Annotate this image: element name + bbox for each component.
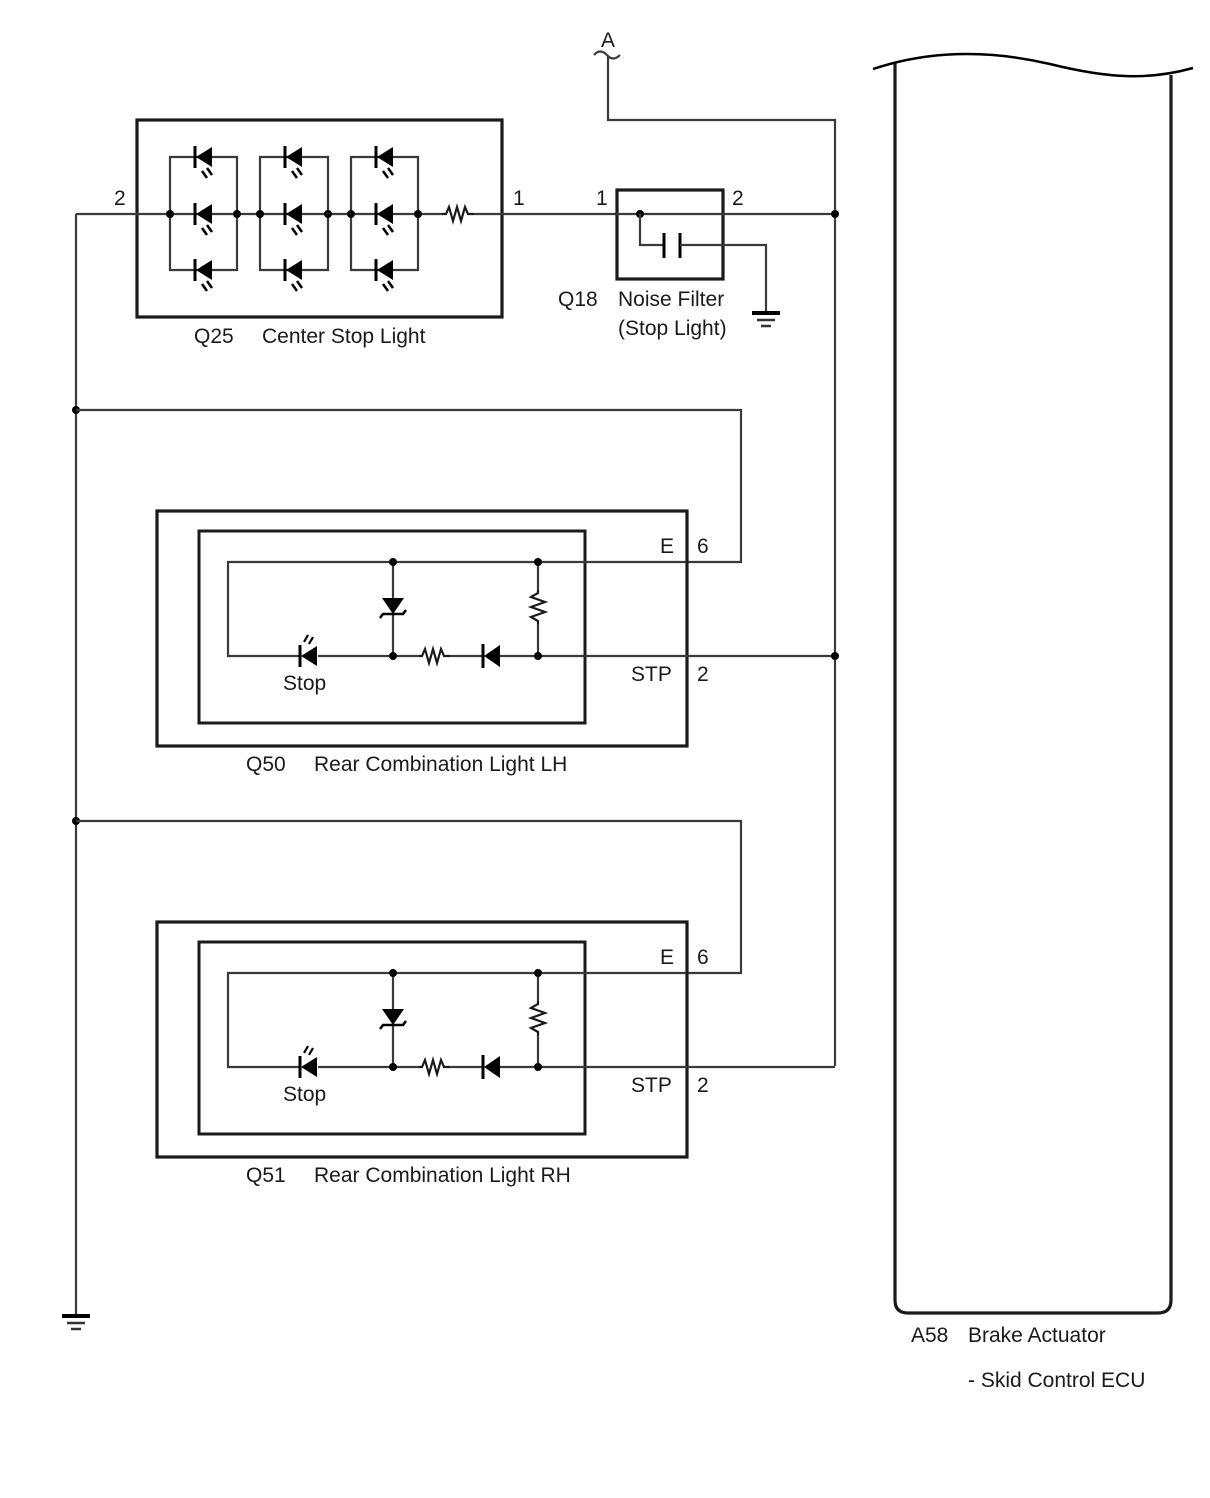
rear-light-rh-pin-e-label: E [660,946,674,969]
stop-led-icon [298,1044,319,1080]
led-icon [283,144,304,180]
noise-filter-pin-1: 1 [596,187,608,210]
stop-led-icon [298,633,319,669]
resistor-icon [442,202,474,226]
noise-filter-name: Noise Filter [618,288,724,311]
connector-a: A [593,29,837,1066]
led-icon [374,201,395,237]
center-stop-light-id: Q25 [194,325,234,348]
rear-light-lh-outer-box [155,509,689,748]
ground-icon [60,1314,92,1331]
resistor-icon [527,590,549,624]
led-icon [193,257,214,293]
rear-light-rh-pin-e-num: 6 [697,946,709,969]
rear-light-lh-id: Q50 [246,753,286,776]
led-icon [283,257,304,293]
rear-light-rh-name: Rear Combination Light RH [314,1164,571,1187]
resistor-icon [419,644,450,668]
brake-actuator-break-line [872,52,1194,78]
led-icon [193,201,214,237]
ground-bus [60,214,743,1331]
center-stop-light-pin-2: 2 [114,187,126,210]
noise-filter-box [615,188,725,281]
diode-icon [481,642,502,670]
center-stop-light-box [135,118,504,319]
noise-filter-pin-2: 2 [732,187,744,210]
rear-light-rh-pin-stp-label: STP [631,1074,672,1097]
brake-actuator-name: Brake Actuator [968,1324,1106,1347]
led-icon [374,144,395,180]
rear-light-rh-inner-box [197,940,587,1136]
rear-light-lh-name: Rear Combination Light LH [314,753,567,776]
zener-diode-icon [378,1007,408,1031]
rear-light-lh-pin-stp-label: STP [631,663,672,686]
brake-actuator-id: A58 [911,1324,948,1347]
rear-light-rh-lamp-label: Stop [283,1083,326,1106]
brake-actuator: A58 Brake Actuator - Skid Control ECU [872,52,1194,1392]
rear-light-rh: E 6 STP 2 Stop Q51 Rear Combination Ligh… [155,920,835,1187]
led-group-2 [256,144,332,293]
rear-light-rh-pin-stp-num: 2 [697,1074,709,1097]
zener-diode-icon [378,596,408,620]
ground-icon [750,311,782,328]
rear-light-rh-id: Q51 [246,1164,286,1187]
rear-light-lh-pin-stp-num: 2 [697,663,709,686]
wire-a-to-stp [606,56,837,1066]
noise-filter-id: Q18 [558,288,598,311]
diode-icon [481,1053,502,1081]
led-group-3 [347,144,422,293]
connector-a-label: A [601,29,615,52]
center-stop-light-pin-1: 1 [513,187,525,210]
connector-a-break-icon [593,50,621,60]
rear-light-lh-inner-box [197,529,587,725]
led-icon [193,144,214,180]
led-icon [374,257,395,293]
resistor-icon [419,1055,450,1079]
brake-actuator-name-line2: - Skid Control ECU [968,1369,1145,1392]
rear-light-lh-pin-e-num: 6 [697,535,709,558]
noise-filter-name-line2: (Stop Light) [618,317,727,340]
rear-light-rh-outer-box [155,920,689,1159]
center-stop-light-name: Center Stop Light [262,325,426,348]
led-group-1 [166,144,241,293]
center-stop-light: 2 1 Q2 [76,118,616,348]
resistor-icon [527,1001,549,1035]
brake-actuator-box [893,62,1173,1315]
rear-light-lh-pin-e-label: E [660,535,674,558]
rear-light-lh: E 6 STP 2 Stop Q50 Rear Combination Ligh… [155,509,839,776]
rear-light-lh-lamp-label: Stop [283,672,326,695]
led-icon [283,201,304,237]
noise-filter: 1 2 Q18 Noise Filter (Stop Light) [558,187,839,340]
